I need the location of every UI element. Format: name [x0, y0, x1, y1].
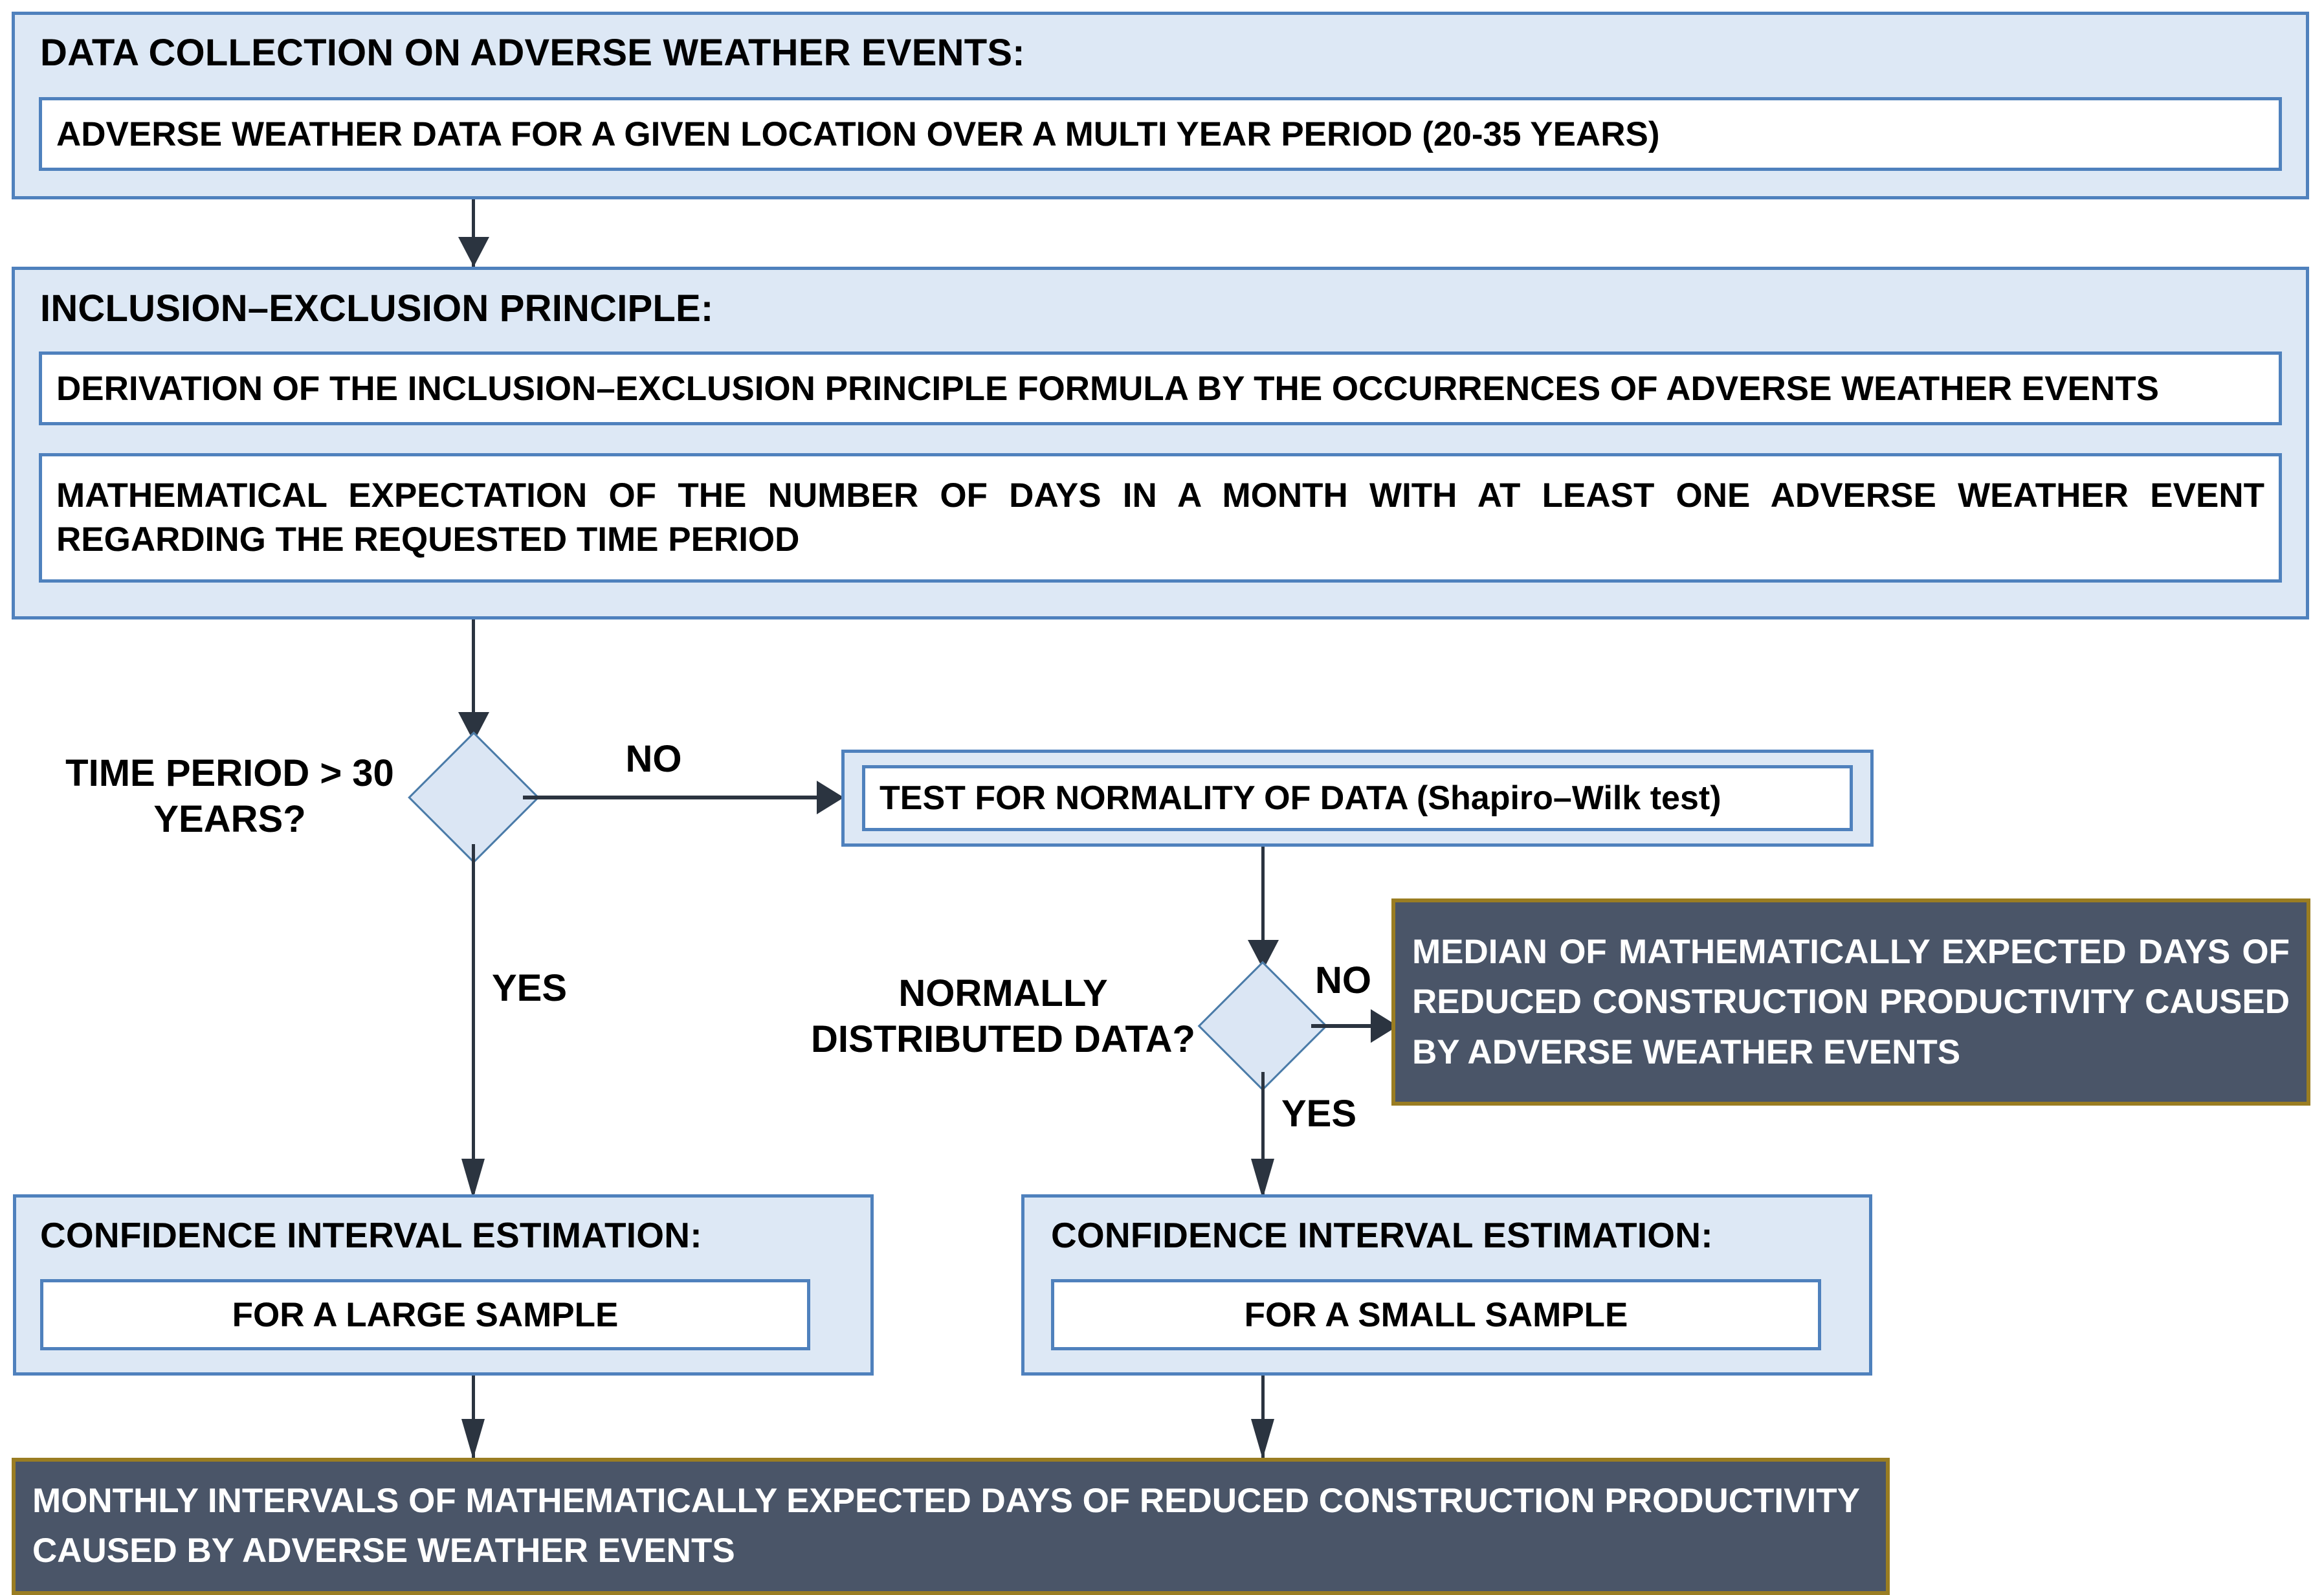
inclusion-exclusion-item-2[interactable]: MATHEMATICAL EXPECTATION OF THE NUMBER O…	[39, 453, 2282, 583]
final-output-text: MONTHLY INTERVALS OF MATHEMATICALLY EXPE…	[32, 1482, 1859, 1570]
normality-test-item-1-text: TEST FOR NORMALITY OF DATA (Shapiro–Wilk…	[880, 779, 1721, 817]
edge-label-time-period-no: NO	[625, 738, 682, 780]
ci-small-item-1[interactable]: FOR A SMALL SAMPLE	[1051, 1279, 1821, 1350]
arrow-decision-to-ci-large	[461, 1159, 485, 1199]
inclusion-exclusion-title: INCLUSION–EXCLUSION PRINCIPLE:	[40, 287, 714, 329]
ci-large-title: CONFIDENCE INTERVAL ESTIMATION:	[40, 1215, 702, 1255]
connector-ci-large-to-final	[472, 1376, 475, 1460]
connector-normality-to-median	[1311, 1024, 1376, 1028]
arrow-normality-to-ci-small	[1251, 1159, 1274, 1199]
ci-large-item-1-text: FOR A LARGE SAMPLE	[232, 1295, 619, 1334]
decision-time-period-question: TIME PERIOD > 30 YEARS?	[65, 752, 394, 840]
edge-label-normality-no: NO	[1315, 959, 1371, 1001]
connector-decision-to-ci-large	[472, 844, 475, 1194]
arrow-ci-small-to-final	[1251, 1419, 1274, 1459]
inclusion-exclusion-item-2-text: MATHEMATICAL EXPECTATION OF THE NUMBER O…	[56, 476, 2264, 559]
inclusion-exclusion-item-1[interactable]: DERIVATION OF THE INCLUSION–EXCLUSION PR…	[39, 351, 2282, 425]
connector-normality-to-ci-small	[1261, 1072, 1265, 1195]
decision-normality-question: NORMALLY DISTRIBUTED DATA?	[811, 972, 1195, 1060]
median-output-text: MEDIAN OF MATHEMATICALLY EXPECTED DAYS O…	[1412, 932, 2290, 1071]
connector-ci-small-to-final	[1261, 1376, 1265, 1460]
arrow-data-to-inclusion	[458, 237, 489, 267]
data-collection-item-1[interactable]: ADVERSE WEATHER DATA FOR A GIVEN LOCATIO…	[39, 97, 2282, 171]
connector-inclusion-to-decision	[472, 619, 475, 736]
data-collection-title: DATA COLLECTION ON ADVERSE WEATHER EVENT…	[40, 32, 1025, 74]
connector-normality-to-decision	[1261, 847, 1265, 963]
edge-label-time-period-yes: YES	[492, 967, 568, 1009]
ci-large-item-1[interactable]: FOR A LARGE SAMPLE	[40, 1279, 810, 1350]
connector-decision-to-normality	[523, 796, 821, 799]
edge-label-normality-yes: YES	[1281, 1093, 1357, 1135]
inclusion-exclusion-item-1-text: DERIVATION OF THE INCLUSION–EXCLUSION PR…	[56, 369, 2159, 408]
normality-test-item-1[interactable]: TEST FOR NORMALITY OF DATA (Shapiro–Wilk…	[862, 765, 1853, 831]
arrow-decision-to-normality	[817, 781, 844, 814]
arrow-ci-large-to-final	[461, 1419, 485, 1459]
connector-data-to-inclusion	[472, 199, 475, 267]
data-collection-item-1-text: ADVERSE WEATHER DATA FOR A GIVEN LOCATIO…	[56, 115, 1660, 153]
node-final-output[interactable]: MONTHLY INTERVALS OF MATHEMATICALLY EXPE…	[12, 1458, 1890, 1595]
ci-small-title: CONFIDENCE INTERVAL ESTIMATION:	[1051, 1215, 1713, 1255]
ci-small-item-1-text: FOR A SMALL SAMPLE	[1244, 1295, 1628, 1334]
node-median-output[interactable]: MEDIAN OF MATHEMATICALLY EXPECTED DAYS O…	[1391, 898, 2310, 1106]
